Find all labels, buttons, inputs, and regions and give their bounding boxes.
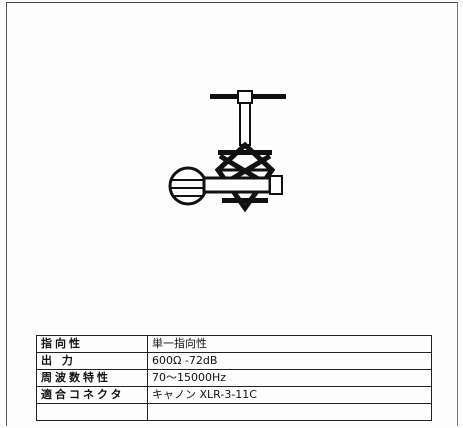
page-border-right [457,2,458,426]
table-row [36,403,432,421]
microphone-illustration [168,90,286,213]
spec-value: 単一指向性 [147,335,432,353]
spec-value: 70～15000Hz [147,369,432,387]
spec-value [147,403,432,421]
spec-value: 600Ω -72dB [147,352,432,370]
table-row: 出 力 600Ω -72dB [36,352,432,370]
page-border-top [6,2,458,3]
spec-label: 適合コネクタ [36,386,148,404]
mic-clamp [237,90,253,104]
table-row: 適合コネクタ キャノン XLR-3-11C [36,386,432,404]
spec-table: 指向性 単一指向性 出 力 600Ω -72dB 周波数特性 70～15000H… [36,335,432,421]
spec-label [36,403,148,421]
table-row: 指向性 単一指向性 [36,335,432,353]
table-row: 周波数特性 70～15000Hz [36,369,432,387]
mic-stand-tube [239,102,251,146]
spec-label: 指向性 [36,335,148,353]
spec-value: キャノン XLR-3-11C [147,386,432,404]
page-border-left [6,2,7,426]
spec-label: 出 力 [36,352,148,370]
mic-capsule [168,166,283,206]
spec-label: 周波数特性 [36,369,148,387]
